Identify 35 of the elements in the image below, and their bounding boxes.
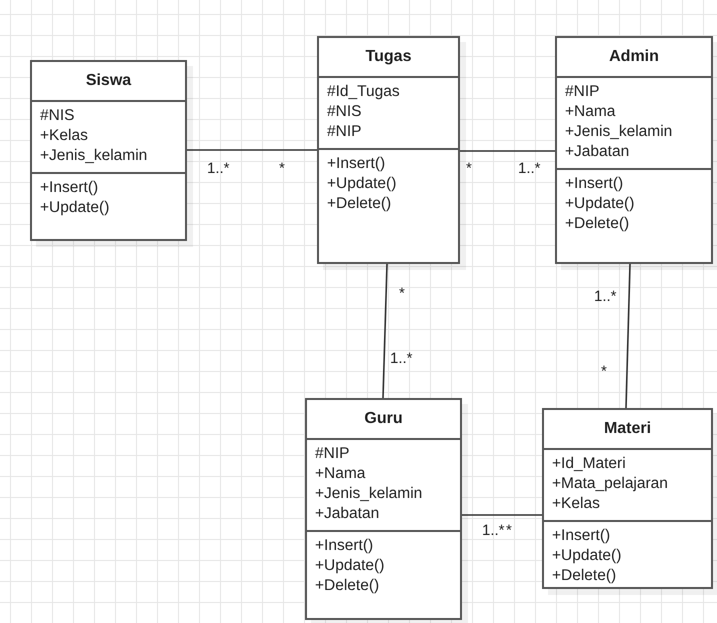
multiplicity-label: *: [506, 522, 512, 539]
method-list: +Insert() +Update() +Delete(): [557, 170, 711, 240]
method-list: +Insert() +Update() +Delete(): [544, 522, 711, 592]
class-name: Materi: [544, 410, 711, 450]
attribute-list: #NIP +Nama +Jenis_kelamin +Jabatan: [557, 78, 711, 170]
multiplicity-label: *: [399, 285, 405, 302]
class-box: [30, 60, 187, 241]
multiplicity-label: 1..*: [594, 288, 617, 305]
multiplicity-label: *: [279, 160, 285, 177]
attribute-list: +Id_Materi +Mata_pelajaran +Kelas: [544, 450, 711, 522]
method-list: +Insert() +Update(): [32, 174, 185, 224]
class-name: Guru: [307, 400, 460, 440]
multiplicity-label: 1..*: [518, 160, 541, 177]
class-box: [542, 408, 713, 589]
class-name: Tugas: [319, 38, 458, 78]
multiplicity-label: 1..*: [207, 160, 230, 177]
association-line: [187, 149, 317, 151]
class-box: [317, 36, 460, 264]
attribute-list: #Id_Tugas #NIS #NIP: [319, 78, 458, 150]
association-line: [625, 264, 631, 408]
multiplicity-label: *: [601, 363, 607, 380]
class-box: [555, 36, 713, 264]
class-box: [305, 398, 462, 620]
multiplicity-label: *: [466, 160, 472, 177]
class-name: Siswa: [32, 62, 185, 102]
association-line: [460, 150, 555, 152]
method-list: +Insert() +Update() +Delete(): [319, 150, 458, 220]
attribute-list: #NIS +Kelas +Jenis_kelamin: [32, 102, 185, 174]
method-list: +Insert() +Update() +Delete(): [307, 532, 460, 602]
association-line: [462, 514, 542, 516]
class-name: Admin: [557, 38, 711, 78]
multiplicity-label: 1..*: [390, 350, 413, 367]
multiplicity-label: 1..*: [482, 522, 505, 539]
association-line: [382, 264, 388, 398]
attribute-list: #NIP +Nama +Jenis_kelamin +Jabatan: [307, 440, 460, 532]
